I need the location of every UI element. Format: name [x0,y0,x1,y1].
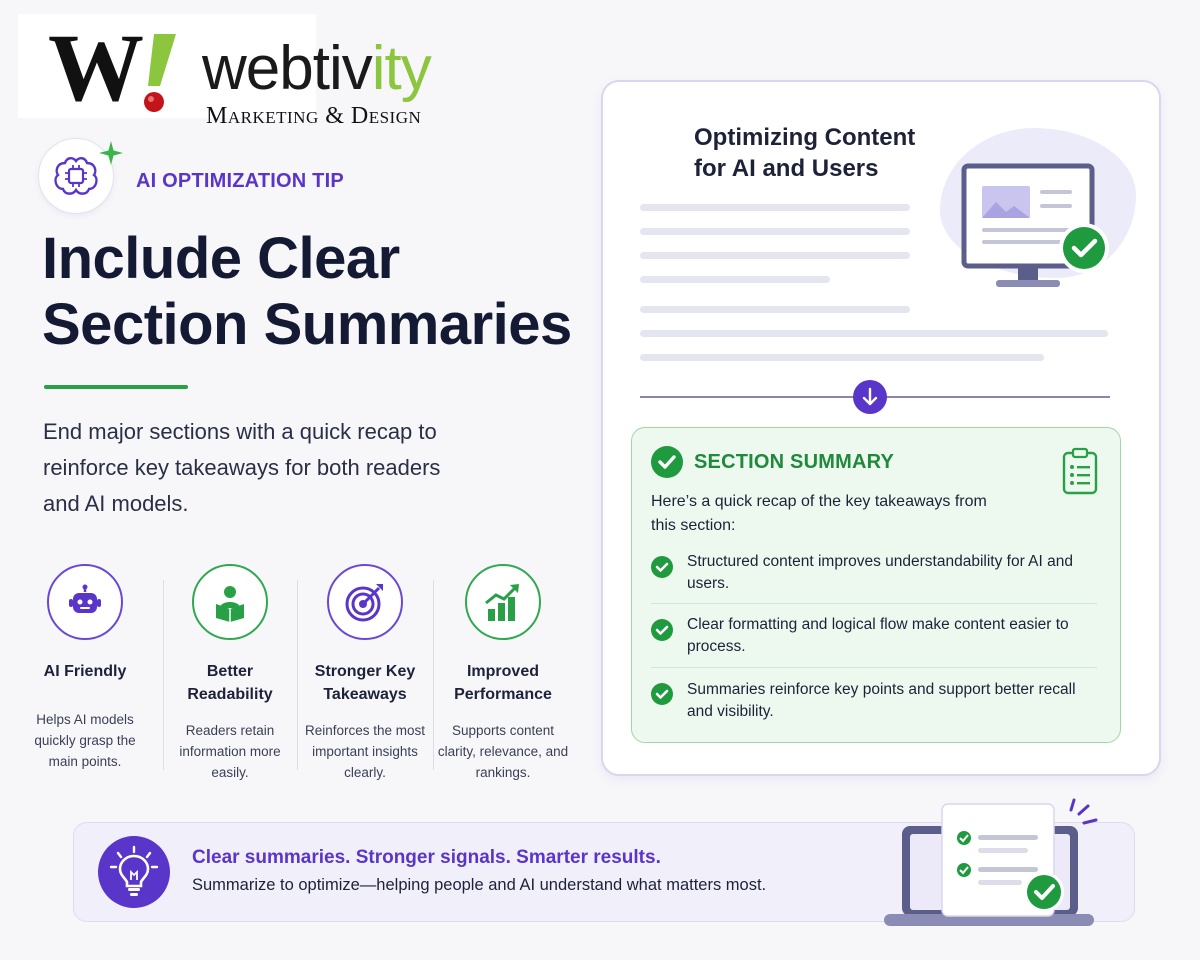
clipboard-icon [1062,447,1098,495]
robot-icon [47,564,123,640]
feature-desc: Readers retain information more easily. [179,723,281,780]
summary-separator [651,603,1097,604]
feature-divider [433,580,434,770]
summary-intro: Here’s a quick recap of the key takeaway… [651,493,987,534]
summary-item: Summaries reinforce key points and suppo… [687,681,1076,720]
check-circle-icon [651,446,683,478]
page-title-line-1: Include Clear [42,226,400,291]
check-circle-icon [651,683,673,705]
logo-exclamation-icon [144,34,176,112]
feature-readability: Better Readability Readers retain inform… [164,564,296,783]
page-title: Include Clear Section Summaries [42,226,602,358]
logo-wordmark: webtivity [202,34,432,103]
feature-title: Improved Performance [454,663,552,703]
check-circle-icon [651,556,673,578]
monitor-check-icon [961,163,1109,287]
target-icon [327,564,403,640]
intro-text: End major sections with a quick recap to… [43,419,441,516]
arrow-down-icon [853,380,887,414]
text-placeholder-line [640,354,1044,361]
feature-desc: Helps AI models quickly grasp the main p… [34,712,136,769]
card-title-line-1: Optimizing Content [694,124,916,151]
text-placeholder-line [640,204,910,211]
feature-ai-friendly: AI Friendly Helps AI models quickly gras… [19,564,151,772]
feature-takeaways: Stronger Key Takeaways Reinforces the mo… [299,564,431,783]
summary-separator [651,667,1097,668]
text-placeholder-line [640,276,830,283]
text-placeholder-line [640,252,910,259]
tip-label: AI OPTIMIZATION TIP [136,170,344,192]
logo-w-mark: W [48,14,144,121]
title-underline [44,385,188,389]
reader-icon [192,564,268,640]
text-placeholder-line [640,306,910,313]
feature-desc: Supports content clarity, relevance, and… [437,723,569,780]
check-circle-icon [651,619,673,641]
card-title-line-2: for AI and Users [694,155,879,182]
company-logo: W webtivity Marketing & Design [18,14,432,128]
section-summary-box [631,427,1121,743]
feature-desc: Reinforces the most important insights c… [304,723,426,780]
feature-divider [163,580,164,770]
text-placeholder-line [640,330,1108,337]
summary-title: SECTION SUMMARY [694,451,895,473]
lightbulb-icon [98,836,170,908]
text-placeholder-line [640,228,910,235]
sparkle-icon [99,141,123,165]
feature-title: Stronger Key Takeaways [314,663,416,703]
card-title: Optimizing Content for AI and Users [694,122,915,184]
feature-performance: Improved Performance Supports content cl… [437,564,569,783]
feature-title: Better Readability [187,663,273,703]
brain-chip-icon [38,138,114,214]
growth-chart-icon [465,564,541,640]
feature-title: AI Friendly [43,663,127,680]
banner-subtitle: Summarize to optimize—helping people and… [192,876,767,894]
summary-item: Clear formatting and logical flow make c… [687,616,1069,655]
summary-item: Structured content improves understandab… [687,553,1073,592]
feature-divider [297,580,298,770]
page-title-line-2: Section Summaries [42,292,572,357]
laptop-checklist-icon [884,798,1098,926]
banner-title: Clear summaries. Stronger signals. Smart… [192,847,661,868]
logo-subtitle: Marketing & Design [206,103,422,129]
